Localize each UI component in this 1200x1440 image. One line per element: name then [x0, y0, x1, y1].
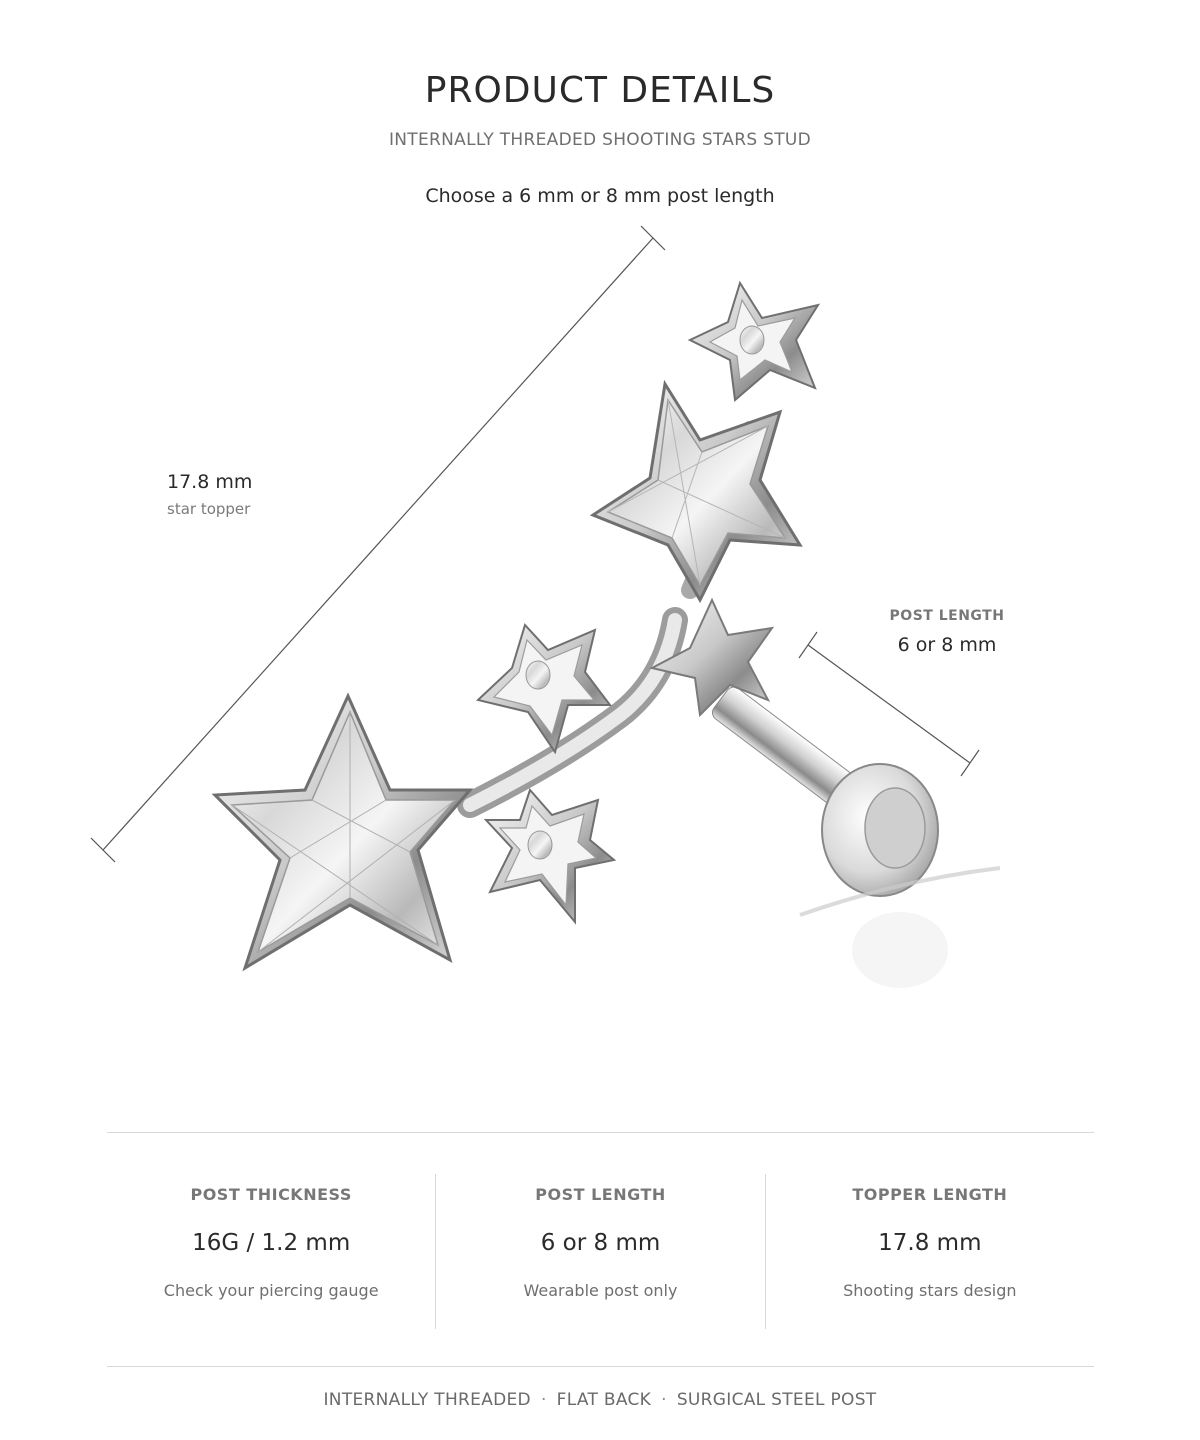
- post-dimension-line: [798, 631, 980, 777]
- spec-label: TOPPER LENGTH: [852, 1185, 1008, 1204]
- spec-value: 16G / 1.2 mm: [192, 1230, 351, 1256]
- post-dimension-value: 6 or 8 mm: [897, 634, 997, 656]
- upper-gem-star: [589, 379, 803, 604]
- page-title: PRODUCT DETAILS: [424, 70, 776, 111]
- spec-note: Shooting stars design: [843, 1281, 1017, 1300]
- topper-dimension-value: 17.8 mm: [167, 471, 253, 493]
- product-subtitle: INTERNALLY THREADED SHOOTING STARS STUD: [388, 130, 812, 150]
- spec-label: POST THICKNESS: [190, 1185, 352, 1204]
- spec-value: 17.8 mm: [878, 1230, 982, 1256]
- footer-separator: ·: [540, 1390, 547, 1410]
- metal-star-base: [649, 597, 775, 718]
- product-illustration: [90, 225, 1001, 988]
- feature-item: INTERNALLY THREADED: [323, 1390, 531, 1410]
- spec-label: POST LENGTH: [535, 1185, 666, 1204]
- topper-dimension-caption: star topper: [167, 500, 251, 518]
- divider-bottom: [107, 1366, 1094, 1367]
- spec-table: POST THICKNESS 16G / 1.2 mm Check your p…: [107, 1174, 1094, 1329]
- spec-post-length: POST LENGTH 6 or 8 mm Wearable post only: [435, 1174, 764, 1329]
- spec-post-thickness: POST THICKNESS 16G / 1.2 mm Check your p…: [107, 1174, 435, 1329]
- topper-dimension-line: [90, 225, 666, 863]
- spec-note: Wearable post only: [523, 1281, 678, 1300]
- feature-item: SURGICAL STEEL POST: [676, 1390, 877, 1410]
- divider-top: [107, 1132, 1094, 1133]
- feature-footer: INTERNALLY THREADED · FLAT BACK · SURGICAL S…: [0, 1390, 1200, 1410]
- feature-item: FLAT BACK: [556, 1390, 652, 1410]
- small-bottom-star: [483, 788, 617, 925]
- large-gem-star: [211, 692, 474, 972]
- footer-separator: ·: [661, 1390, 667, 1410]
- post-length-instruction: Choose a 6 mm or 8 mm post length: [425, 185, 775, 207]
- spec-note: Check your piercing gauge: [163, 1281, 379, 1300]
- small-middle-star: [475, 623, 613, 755]
- spec-topper-length: TOPPER LENGTH 17.8 mm Shooting stars des…: [764, 1174, 1094, 1329]
- post-dimension-label: POST LENGTH: [889, 608, 1005, 624]
- flat-back-disc: [799, 763, 1001, 988]
- spec-value: 6 or 8 mm: [540, 1230, 661, 1256]
- small-top-star: [687, 280, 821, 402]
